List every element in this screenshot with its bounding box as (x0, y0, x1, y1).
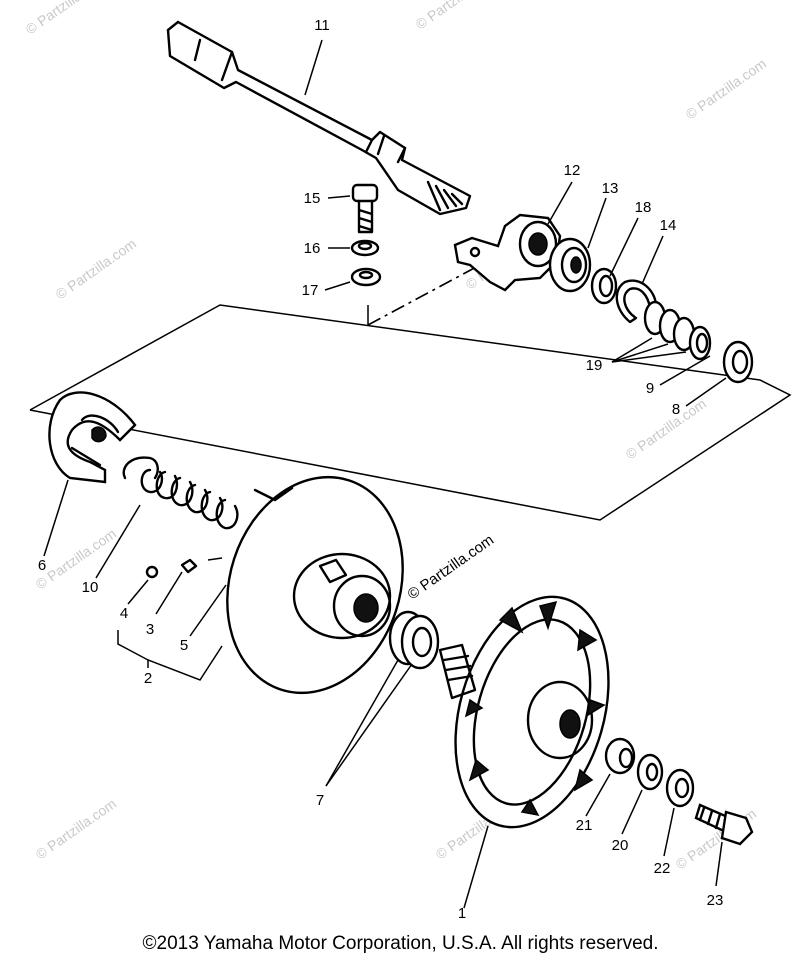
washer-8 (722, 340, 754, 384)
bolt-23 (694, 803, 754, 846)
callout-12: 12 (564, 162, 581, 179)
callout-23: 23 (707, 892, 724, 909)
callout-8: 8 (672, 401, 680, 418)
callout-17: 17 (302, 282, 319, 299)
callout-1: 1 (458, 905, 466, 922)
watermark: © Partzilla.com (683, 55, 769, 122)
leader-lines (43, 39, 727, 909)
callout-3: 3 (146, 621, 154, 638)
callout-20: 20 (612, 837, 629, 854)
spacer-21 (604, 737, 636, 775)
cam-6 (48, 391, 137, 484)
callout-22: 22 (654, 860, 671, 877)
callout-5: 5 (180, 637, 188, 654)
callout-11: 11 (314, 17, 330, 34)
movable-sheave (145, 475, 404, 695)
callout-7: 7 (316, 792, 324, 809)
callout-14: 14 (660, 217, 677, 234)
callout-labels: 11 12 13 18 14 15 16 17 19 9 8 6 10 4 3 … (38, 17, 724, 922)
callout-19: 19 (586, 357, 603, 374)
callout-15: 15 (304, 190, 321, 207)
spacers-19 (643, 300, 712, 361)
callout-16: 16 (304, 240, 321, 257)
assembly-outline (29, 264, 792, 521)
callout-21: 21 (576, 817, 593, 834)
callout-6: 6 (38, 557, 46, 574)
washer-22 (665, 768, 695, 808)
washer-16 (350, 239, 380, 257)
bolt-15 (351, 183, 379, 234)
watermark: © Partzilla.com (413, 0, 499, 32)
watermark: © Partzilla.com (53, 235, 139, 302)
washer-17 (350, 267, 382, 287)
watermark: © Partzilla.com (623, 395, 709, 462)
bearing (548, 237, 592, 293)
callout-18: 18 (635, 199, 652, 216)
watermarks: © Partzilla.com © Partzilla.com © Partzi… (23, 0, 769, 872)
shaft (166, 20, 472, 216)
watermark: © Partzilla.com (23, 0, 109, 37)
callout-9: 9 (646, 380, 654, 397)
fixed-sheave (438, 595, 610, 829)
washer-20 (636, 753, 664, 791)
watermark-center: © Partzilla.com (405, 531, 498, 603)
callout-13: 13 (602, 180, 619, 197)
watermark: © Partzilla.com (33, 795, 119, 862)
bushings-7 (388, 610, 440, 670)
spring-10 (122, 456, 239, 530)
callout-2: 2 (144, 670, 152, 687)
ring-18 (590, 267, 618, 305)
copyright-notice: ©2013 Yamaha Motor Corporation, U.S.A. A… (142, 933, 659, 954)
callout-10: 10 (82, 579, 99, 596)
callout-4: 4 (120, 605, 128, 622)
